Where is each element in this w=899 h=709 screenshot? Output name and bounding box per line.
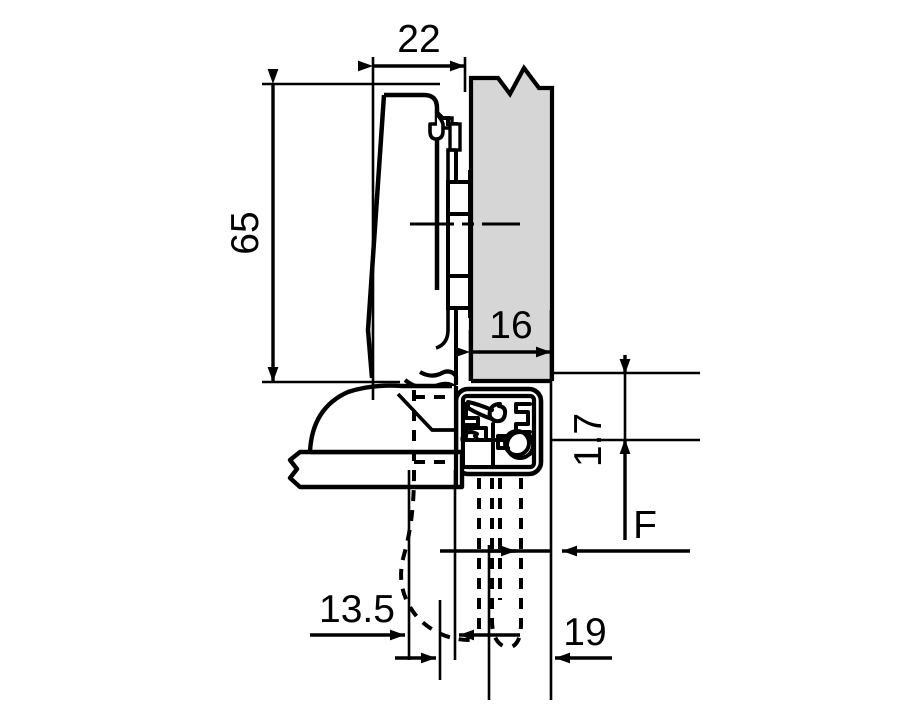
dimension-16-label: 16 xyxy=(489,304,532,347)
dimension-22-label: 22 xyxy=(397,18,440,61)
dimension-22: 22 xyxy=(358,18,465,72)
mounting-plate xyxy=(435,148,472,350)
dimension-1-7-label: 1.7 xyxy=(567,413,610,467)
dimension-F-label: F xyxy=(633,504,657,547)
dimension-19-label: 19 xyxy=(563,611,606,654)
dimension-16: 16 xyxy=(455,304,551,358)
hinge-cup xyxy=(453,386,544,477)
dimension-13-5-label: 13.5 xyxy=(319,588,395,631)
dimension-1-7: 1.7 xyxy=(567,355,631,540)
hinge-arm-assembly xyxy=(365,92,472,391)
dimension-19: 19 xyxy=(395,611,612,664)
dimension-F: F xyxy=(440,504,690,557)
dimension-65: 65 xyxy=(224,69,279,382)
dimension-13-5: 13.5 xyxy=(310,588,520,641)
cup-boring-hidden-lines xyxy=(399,390,523,650)
dimension-65-label: 65 xyxy=(224,211,267,254)
door-panel xyxy=(287,383,465,490)
